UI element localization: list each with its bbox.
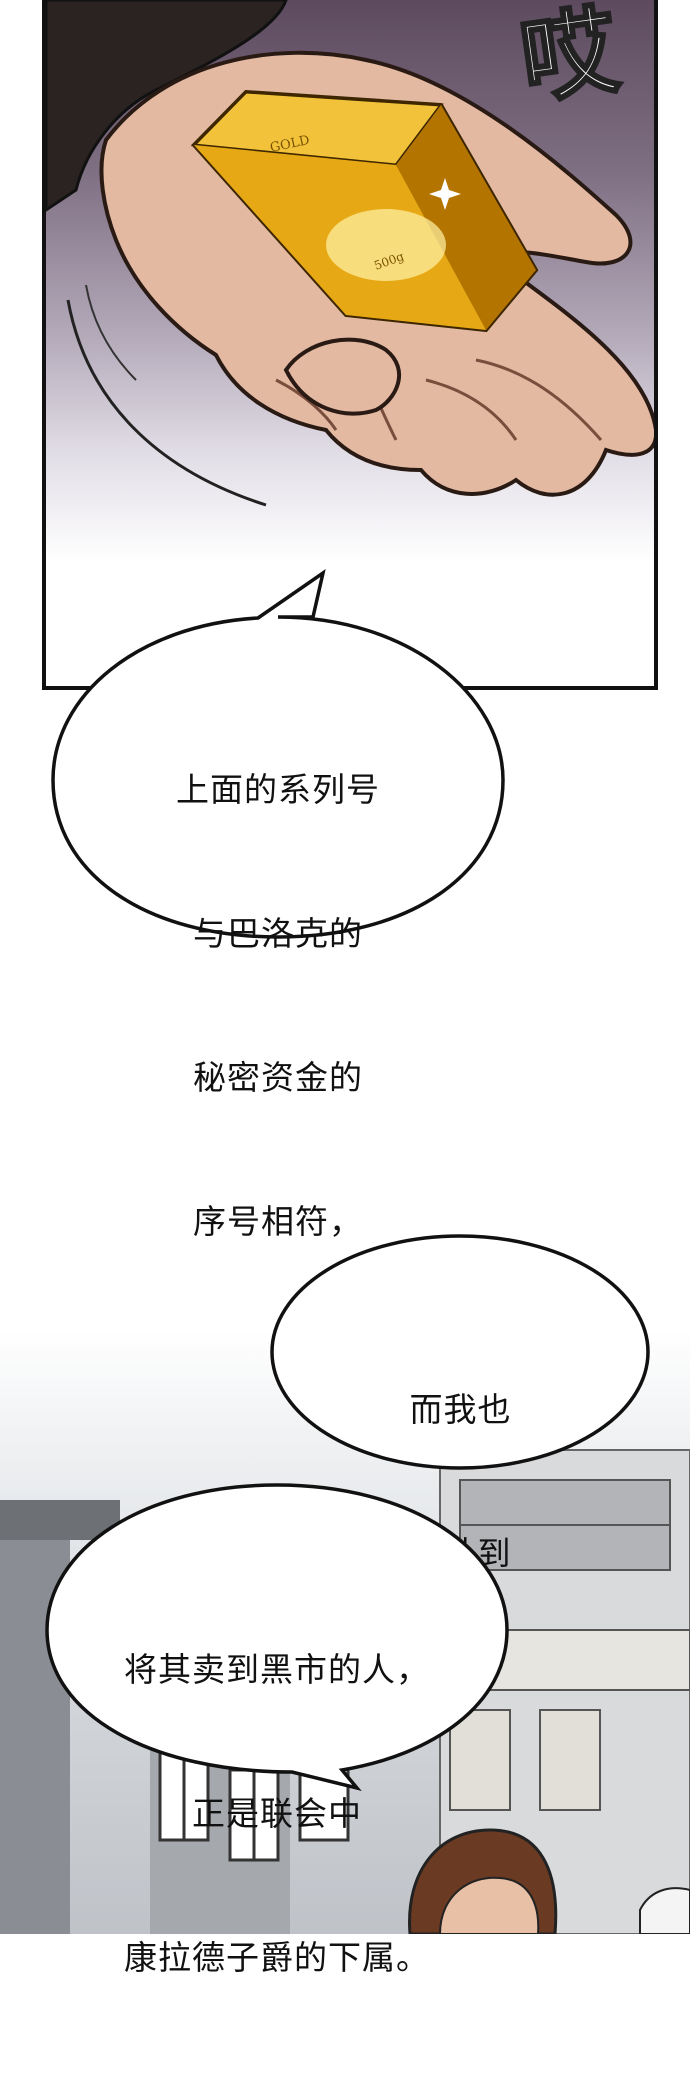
bubble-shape xyxy=(45,1483,509,1791)
motion-line xyxy=(85,284,137,381)
gold-bar: GOLD 500g xyxy=(190,89,539,333)
bubble-1-line-4: 序号相符， xyxy=(193,1202,363,1241)
bubble-1-line-3: 秘密资金的 xyxy=(193,1058,363,1097)
sound-effect-text: 哎 xyxy=(512,0,626,120)
bubble-1-line-1: 上面的系列号 xyxy=(176,770,380,809)
bubble-2-line-1: 而我也 xyxy=(409,1390,512,1429)
bubble-3-line-1: 将其卖到黑市的人， xyxy=(124,1650,430,1689)
bubble-shape xyxy=(51,568,505,939)
sparkle-icon xyxy=(429,178,461,210)
speech-bubble-2: 而我也 确认到 xyxy=(268,1232,653,1573)
bubble-shape xyxy=(270,1234,650,1470)
panel-gold-bar: GOLD 500g 哎 xyxy=(42,0,658,690)
bubble-3-line-3: 康拉德子爵的下属。 xyxy=(124,1938,430,1977)
motion-line xyxy=(66,299,267,507)
bubble-1-line-2: 与巴洛克的 xyxy=(193,914,363,953)
comic-page: GOLD 500g 哎 xyxy=(0,0,690,1977)
speech-bubble-3: 将其卖到黑市的人， 正是联会中 康拉德子爵的下属。 xyxy=(42,1470,512,1977)
hand-with-gold-bar-illustration: GOLD 500g xyxy=(46,0,654,507)
character-face xyxy=(438,1876,540,1934)
bubble-3-line-2: 正是联会中 xyxy=(192,1794,362,1833)
speech-bubble-1: 上面的系列号 与巴洛克的 秘密资金的 序号相符， xyxy=(48,568,508,1241)
